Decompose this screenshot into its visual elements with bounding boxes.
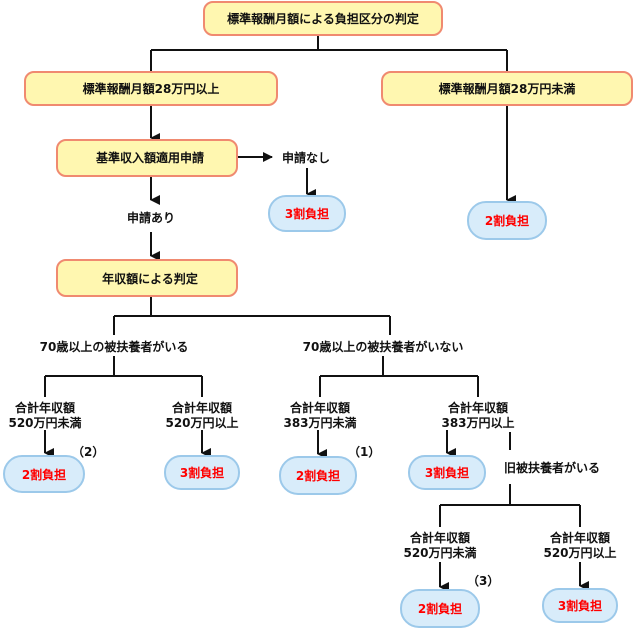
below28-box: 標準報酬月額28万円未満 [381, 71, 633, 106]
with-application-label: 申請あり [127, 210, 175, 225]
application-text: 基準収入額適用申請 [95, 150, 204, 165]
above28-text: 標準報酬月額28万円以上 [83, 81, 220, 96]
svg-text:520万円以上: 520万円以上 [165, 415, 238, 430]
income-judgement-text: 年収額による判定 [102, 271, 198, 286]
income-judgement-box: 年収額による判定 [56, 259, 238, 297]
cond-bottom-under520: 合計年収額 520万円未満 [403, 530, 476, 560]
note-1: （1） [348, 444, 380, 459]
cond-left-over520: 合計年収額 520万円以上 [165, 400, 238, 430]
no-application-label: 申請なし [282, 150, 330, 165]
svg-text:2割負担: 2割負担 [22, 467, 66, 482]
result-left-2: 2割負担 [3, 455, 85, 493]
svg-text:383万円未満: 383万円未満 [283, 415, 356, 430]
application-box: 基準収入額適用申請 [56, 139, 238, 177]
cond-bottom-over520: 合計年収額 520万円以上 [543, 530, 616, 560]
result-under383-2: 2割負担 [279, 456, 357, 495]
svg-text:合計年収額: 合計年収額 [172, 400, 232, 415]
former-dependent-label: 旧被扶養者がいる [504, 460, 600, 475]
result-no-application-3: 3割負担 [268, 195, 346, 232]
svg-text:2割負担: 2割負担 [418, 601, 462, 616]
svg-text:3割負担: 3割負担 [558, 598, 602, 613]
svg-text:合計年収額: 合計年収額 [550, 530, 610, 545]
svg-text:383万円以上: 383万円以上 [441, 415, 514, 430]
result-bottom-2: 2割負担 [400, 589, 480, 628]
svg-text:合計年収額: 合計年収額 [410, 530, 470, 545]
above28-box: 標準報酬月額28万円以上 [24, 71, 278, 106]
svg-text:2割負担: 2割負担 [485, 213, 529, 228]
title-box: 標準報酬月額による負担区分の判定 [203, 1, 443, 36]
result-below28-2: 2割負担 [467, 201, 547, 240]
below28-text: 標準報酬月額28万円未満 [439, 81, 576, 96]
result-left-3: 3割負担 [164, 455, 240, 490]
result-over383-3: 3割負担 [408, 455, 486, 490]
svg-text:520万円未満: 520万円未満 [403, 545, 476, 560]
svg-text:520万円未満: 520万円未満 [8, 415, 81, 430]
svg-text:2割負担: 2割負担 [296, 468, 340, 483]
cond-under383: 合計年収額 383万円未満 [283, 400, 356, 430]
no-70-dependent-label: 70歳以上の被扶養者がいない [303, 339, 464, 354]
svg-text:合計年収額: 合計年収額 [448, 400, 508, 415]
result-bottom-3: 3割負担 [542, 588, 618, 623]
svg-text:3割負担: 3割負担 [180, 465, 224, 480]
svg-text:3割負担: 3割負担 [285, 206, 329, 221]
note-2: （2） [72, 444, 104, 459]
cond-over383: 合計年収額 383万円以上 [441, 400, 514, 430]
title-text: 標準報酬月額による負担区分の判定 [227, 11, 419, 26]
note-3: （3） [467, 573, 499, 588]
connectors [44, 35, 589, 592]
svg-text:520万円以上: 520万円以上 [543, 545, 616, 560]
has-70-dependent-label: 70歳以上の被扶養者がいる [40, 339, 189, 354]
cond-left-under520: 合計年収額 520万円未満 [8, 400, 81, 430]
svg-text:合計年収額: 合計年収額 [15, 400, 75, 415]
svg-text:合計年収額: 合計年収額 [290, 400, 350, 415]
svg-text:3割負担: 3割負担 [425, 465, 469, 480]
